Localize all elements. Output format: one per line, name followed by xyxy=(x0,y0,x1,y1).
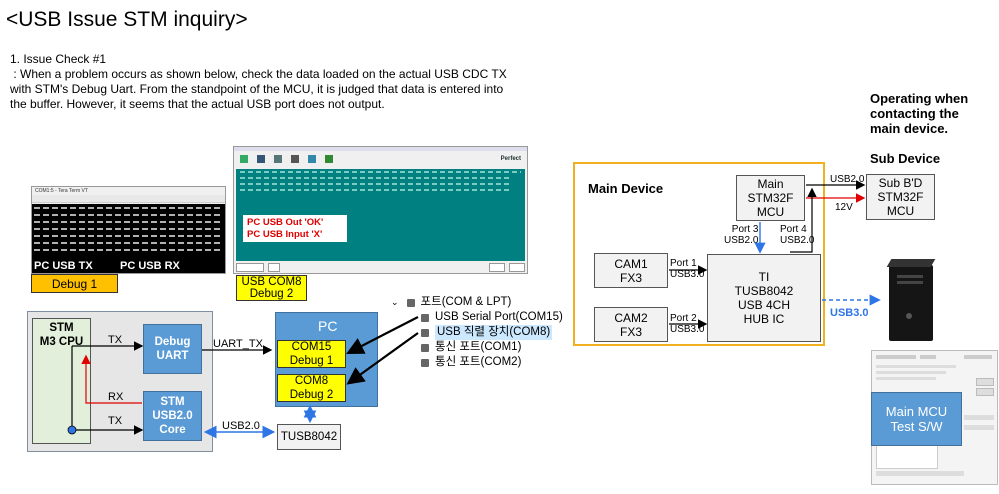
tx-label-1: TX xyxy=(108,334,123,346)
brand-logo: Perfect xyxy=(500,156,521,162)
hub-ic-box: TI TUSB8042 USB 4CH HUB IC xyxy=(707,254,821,342)
usb30-label: USB3.0 xyxy=(830,307,869,319)
port-icon xyxy=(406,298,415,307)
page-title: <USB Issue STM inquiry> xyxy=(6,8,248,31)
tree-item-com1[interactable]: 통신 포트(COM1) xyxy=(391,340,563,355)
debug2-caption: USB COM8 Debug 2 xyxy=(236,275,307,301)
pc-usb-out-label: PC USB Out 'OK' xyxy=(247,217,324,228)
port4-label: Port 4 USB2.0 xyxy=(780,224,815,246)
note-line: the buffer. However, it seems that the a… xyxy=(10,97,385,111)
note-line: : When a problem occurs as shown below, … xyxy=(10,67,507,81)
pc-usb-tx-label: PC USB TX xyxy=(34,260,93,272)
com1-terminal-body: PC USB TX PC USB RX xyxy=(32,204,225,273)
toolbar-icon xyxy=(240,155,248,163)
uart-tx-label: UART_TX xyxy=(213,338,263,350)
terminal-line xyxy=(34,228,223,230)
com1-window-title: COM1:5 - Tera Term VT xyxy=(35,188,88,194)
toolbar-icon xyxy=(274,155,282,163)
cpu-region xyxy=(32,318,91,444)
sub-mcu-box: Sub B'D STM32F MCU xyxy=(866,174,935,220)
port3-label: Port 3 USB2.0 xyxy=(724,224,759,246)
com1-terminal-window: COM1:5 - Tera Term VT PC USB TX PC USB R… xyxy=(31,186,226,274)
operating-note: Operating when contacting the main devic… xyxy=(870,91,969,136)
main-device-title: Main Device xyxy=(588,181,664,196)
note-line: 1. Issue Check #1 xyxy=(10,52,107,66)
terminal-line xyxy=(34,249,223,251)
tree-item-com2[interactable]: 통신 포트(COM2) xyxy=(391,355,563,370)
debug-uart-box: Debug UART xyxy=(143,324,202,374)
terminal-line xyxy=(240,177,510,179)
com8-terminal-body: PC USB Out 'OK' PC USB Input 'X' xyxy=(236,169,525,261)
com8-status-box: PC USB Out 'OK' PC USB Input 'X' xyxy=(243,215,347,242)
main-device-frame xyxy=(573,162,825,346)
toolbar-icon xyxy=(257,155,265,163)
sub-device-title: Sub Device xyxy=(870,151,941,166)
tree-item-com15[interactable]: USB Serial Port(COM15) xyxy=(391,310,563,325)
rx-line xyxy=(81,354,142,404)
toolbar-icon xyxy=(308,155,316,163)
issue-note: 1. Issue Check #1 : When a problem occur… xyxy=(10,52,550,112)
com8-pointer xyxy=(346,332,419,385)
terminal-line xyxy=(240,171,521,173)
tree-item-com8[interactable]: USB 직렬 장치(COM8) xyxy=(391,325,563,340)
test-sw-label: Main MCU Test S/W xyxy=(871,392,962,446)
port4-line xyxy=(790,187,817,253)
tusb8042-box: TUSB8042 xyxy=(277,424,341,450)
toolbar-icon xyxy=(291,155,299,163)
terminal-line xyxy=(240,189,510,191)
debug1-caption: Debug 1 xyxy=(31,274,118,293)
com8-terminal-window: Perfect PC USB Out 'OK' PC USB Input 'X' xyxy=(233,146,528,274)
terminal-line xyxy=(34,235,223,237)
port-icon xyxy=(421,358,429,367)
pc-usb-rx-label: PC USB RX xyxy=(120,260,180,272)
com15-pointer xyxy=(346,316,419,355)
toolbar-icon xyxy=(325,155,333,163)
port2-label: Port 2 USB3.0 xyxy=(670,313,705,335)
terminal-line xyxy=(34,242,223,244)
cam2-box: CAM2 FX3 xyxy=(594,307,668,342)
com8-box: COM8 Debug 2 xyxy=(277,374,346,402)
junction-dot xyxy=(67,425,77,435)
tree-root[interactable]: ⌄포트(COM & LPT) xyxy=(391,296,512,308)
rx-label: RX xyxy=(108,391,124,403)
port1-label: Port 1 USB3.0 xyxy=(670,258,705,280)
pc-usb-input-label: PC USB Input 'X' xyxy=(247,229,323,240)
pc-label: PC xyxy=(318,318,338,334)
device-manager-tree: ⌄포트(COM & LPT) USB Serial Port(COM15) US… xyxy=(391,295,563,370)
cpu-label: STM M3 CPU xyxy=(39,322,84,348)
port-icon xyxy=(421,343,429,352)
terminal-line xyxy=(240,183,510,185)
12v-label: 12V xyxy=(835,202,853,213)
com8-toolbar: Perfect xyxy=(234,151,527,167)
note-line: with STM's Debug Uart. From the standpoi… xyxy=(10,82,504,96)
port-icon xyxy=(421,313,429,322)
main-mcu-box: Main STM32F MCU xyxy=(736,175,805,221)
port-icon xyxy=(421,328,429,337)
pc-tower-icon xyxy=(885,257,937,343)
tx-label-2: TX xyxy=(108,415,123,427)
usb20-top-label: USB2.0 xyxy=(830,174,865,185)
cam1-box: CAM1 FX3 xyxy=(594,253,668,288)
com15-box: COM15 Debug 1 xyxy=(277,340,346,368)
usb-core-box: STM USB2.0 Core xyxy=(143,391,202,441)
terminal-line xyxy=(34,207,223,209)
terminal-line xyxy=(34,214,223,216)
chevron-down-icon: ⌄ xyxy=(391,297,399,307)
terminal-line xyxy=(34,221,223,223)
